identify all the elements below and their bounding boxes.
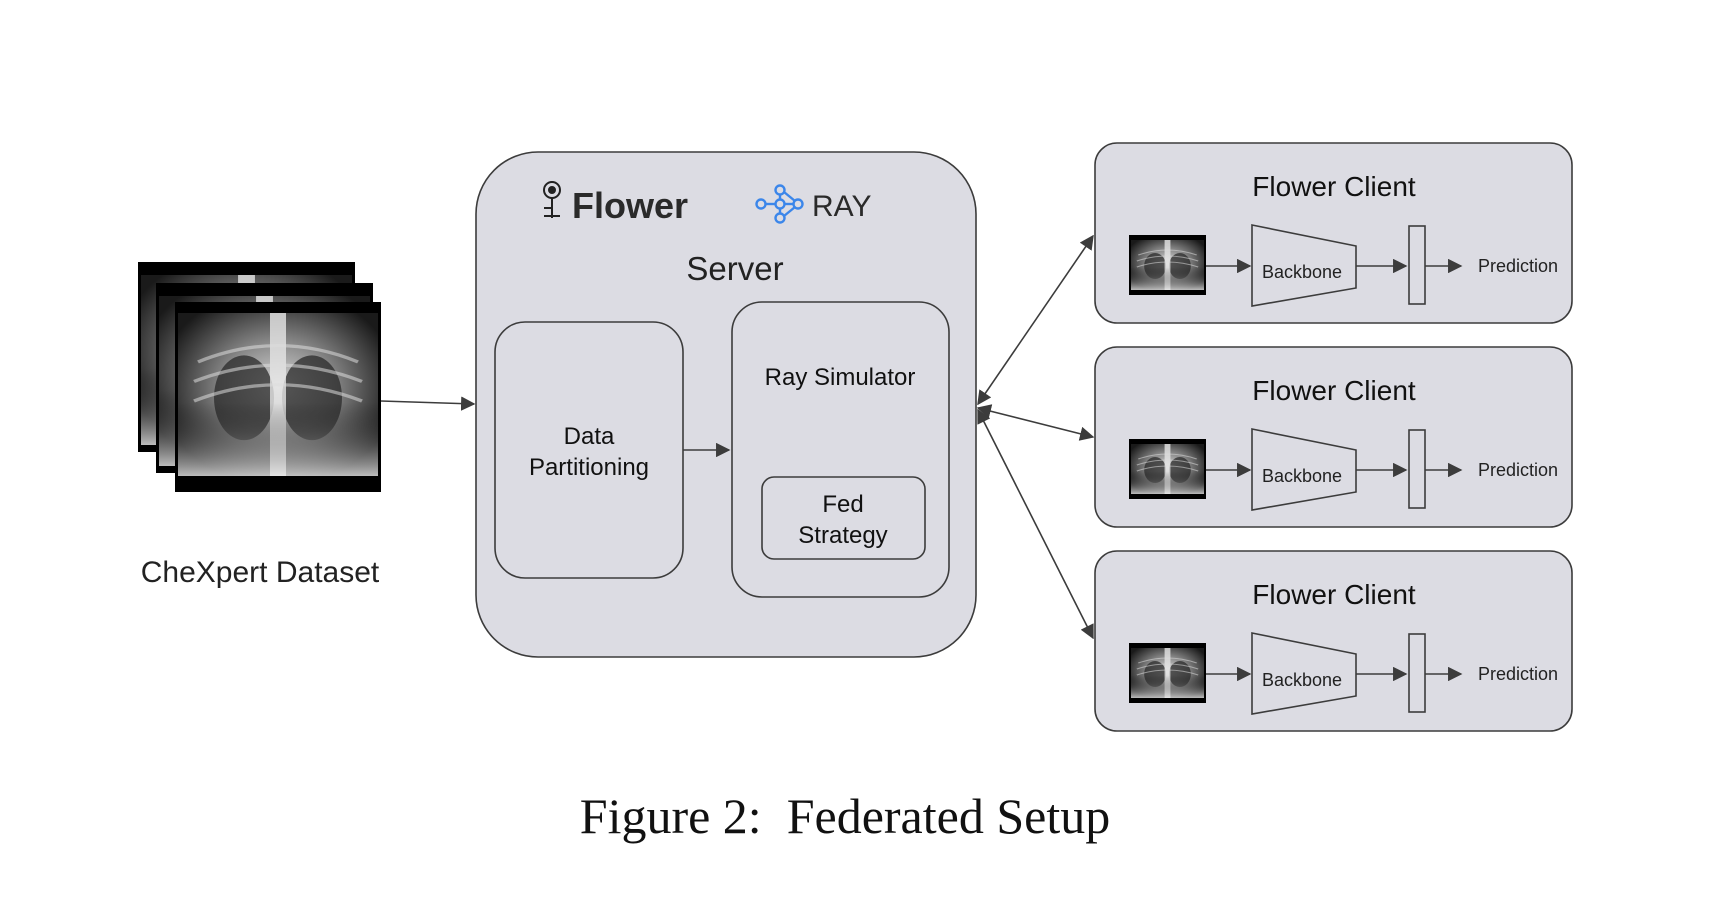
ray-logo-icon <box>755 184 804 224</box>
xray-image-icon <box>1131 240 1204 290</box>
backbone-label: Backbone <box>1262 466 1342 486</box>
client-title: Flower Client <box>1252 375 1416 406</box>
server-client-1-arrow <box>977 234 1094 406</box>
backbone-label: Backbone <box>1262 670 1342 690</box>
client-box <box>1094 550 1573 732</box>
prediction-head <box>1408 429 1426 509</box>
prediction-head <box>1408 225 1426 305</box>
client-box <box>1094 142 1573 324</box>
data-partitioning-line2: Partitioning <box>529 454 649 481</box>
client-box <box>1094 346 1573 528</box>
backbone-block <box>1251 632 1357 715</box>
prediction-label: Prediction <box>1478 664 1558 684</box>
dataset-to-server-arrow <box>380 396 476 411</box>
dataset-image-stack <box>138 262 381 492</box>
figure-caption: Figure 2: Federated Setup <box>580 788 1110 844</box>
xray-image-icon <box>178 313 378 476</box>
flower-client-3: Flower Client Backbone Prediction <box>1094 550 1573 732</box>
fed-strategy-line1: Fed <box>822 491 863 518</box>
dataset-label: CheXpert Dataset <box>141 556 380 589</box>
server-client-3-arrow <box>977 408 1094 640</box>
data-partitioning-line1: Data <box>564 423 615 450</box>
backbone-block <box>1251 224 1357 307</box>
fed-strategy-line2: Strategy <box>798 522 887 549</box>
backbone-label: Backbone <box>1262 262 1342 282</box>
client-title: Flower Client <box>1252 579 1416 610</box>
flower-client-2: Flower Client Backbone Prediction <box>1094 346 1573 528</box>
server-title: Server <box>686 250 783 287</box>
ray-brand-text: RAY <box>812 190 871 223</box>
client-title: Flower Client <box>1252 171 1416 202</box>
data-partitioning-box <box>494 321 684 579</box>
prediction-head <box>1408 633 1426 713</box>
fed-strategy-box <box>761 476 926 560</box>
flower-client-1: Flower Client Backbone Prediction <box>1094 142 1573 324</box>
server-client-2-arrow <box>976 404 1095 441</box>
prediction-label: Prediction <box>1478 256 1558 276</box>
xray-image-icon <box>1131 444 1204 494</box>
flower-brand-text: Flower <box>572 185 688 226</box>
flower-logo-icon <box>543 181 561 218</box>
backbone-block <box>1251 428 1357 511</box>
prediction-label: Prediction <box>1478 460 1558 480</box>
xray-image-icon <box>1131 648 1204 698</box>
ray-simulator-title: Ray Simulator <box>765 364 916 391</box>
